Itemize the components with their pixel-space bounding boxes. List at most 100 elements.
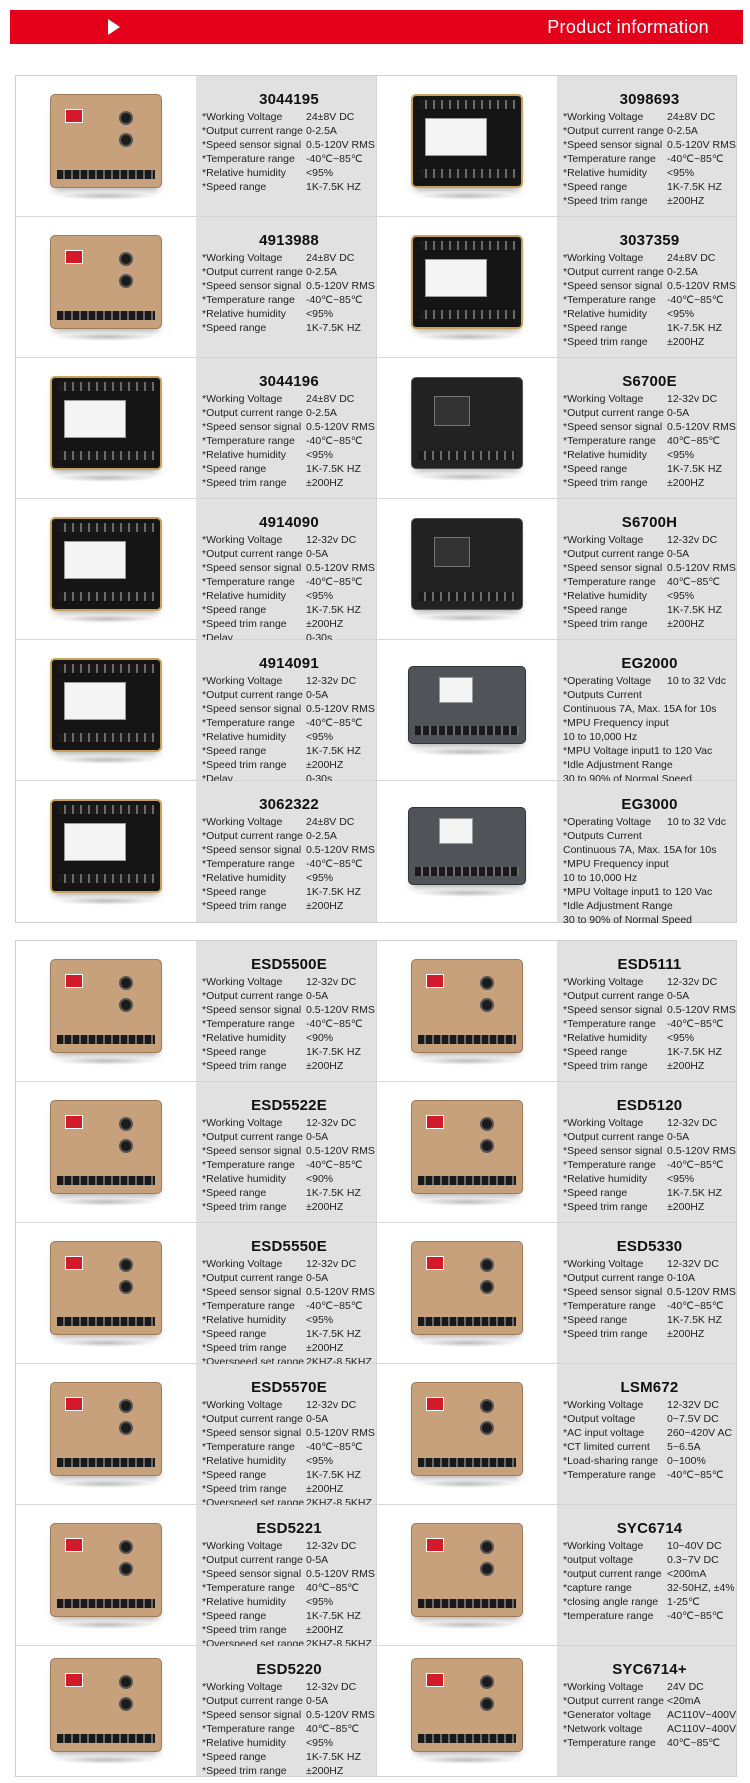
terminal-strip bbox=[57, 1457, 155, 1467]
spec-label: *Speed trim range bbox=[202, 618, 287, 630]
spec-label: *Working Voltage bbox=[202, 816, 283, 828]
product-photo bbox=[411, 958, 523, 1053]
product-photo bbox=[50, 958, 162, 1053]
spec-value: ±200HZ bbox=[306, 1201, 344, 1213]
photo-shadow bbox=[56, 755, 156, 764]
terminal-strip bbox=[418, 450, 516, 460]
warning-label bbox=[426, 1537, 444, 1552]
terminal-strip bbox=[58, 732, 154, 742]
spec-line: *temperature range-40℃~85℃ bbox=[563, 1609, 736, 1623]
spec-value: 12-32v DC bbox=[306, 1540, 357, 1552]
product-image bbox=[16, 76, 196, 216]
spec-value: 0.5-120V RMS bbox=[306, 703, 375, 715]
product-image bbox=[16, 1646, 196, 1776]
spec-label: *Speed sensor signal bbox=[202, 1004, 302, 1016]
spec-line: *Outputs Current bbox=[563, 688, 736, 702]
spec-label: *Speed range bbox=[202, 1046, 267, 1058]
spec-value: <20mA bbox=[667, 1695, 701, 1707]
spec-value: 24±8V DC bbox=[306, 252, 355, 264]
spec-value: 12-32v DC bbox=[306, 675, 357, 687]
terminal-strip bbox=[419, 168, 515, 178]
spec-label: *Working Voltage bbox=[202, 1258, 283, 1270]
spec-label: 10 to 10,000 Hz bbox=[563, 872, 638, 884]
spec-value: 1K-7.5K HZ bbox=[667, 322, 722, 334]
adjust-knob bbox=[480, 1116, 494, 1131]
spec-label: *Relative humidity bbox=[563, 1173, 648, 1185]
spec-label: *Speed range bbox=[202, 1328, 267, 1340]
spec-line: *Temperature range-40℃~85℃ bbox=[202, 857, 376, 871]
product-photo bbox=[50, 1381, 162, 1476]
warning-label bbox=[65, 973, 83, 988]
spec-label: *Speed range bbox=[202, 322, 267, 334]
spec-label: *temperature range bbox=[563, 1610, 654, 1622]
spec-label: 30 to 90% of Normal Speed bbox=[563, 914, 692, 926]
spec-value: 0.5-120V RMS bbox=[667, 1145, 736, 1157]
photo-shadow bbox=[56, 1338, 156, 1347]
spec-label: *Speed trim range bbox=[563, 618, 648, 630]
spec-label: *Temperature range bbox=[563, 1018, 656, 1030]
product-photo bbox=[411, 517, 523, 610]
spec-value: 12-32v DC bbox=[667, 976, 718, 988]
product-photo bbox=[50, 657, 162, 752]
spec-line: *Relative humidity<95% bbox=[202, 1736, 376, 1750]
spec-value: 0.5-120V RMS bbox=[306, 844, 375, 856]
spec-value: 40℃~85℃ bbox=[306, 1582, 360, 1594]
spec-value: ±200HZ bbox=[667, 477, 705, 489]
spec-value: 0.5-120V RMS bbox=[667, 1004, 736, 1016]
spec-line: *Temperature range-40℃~85℃ bbox=[202, 293, 376, 307]
warning-label bbox=[65, 249, 83, 264]
spec-label: *Relative humidity bbox=[202, 590, 287, 602]
spec-value: <95% bbox=[667, 167, 695, 179]
spec-line: *Temperature range-40℃~85℃ bbox=[563, 1158, 736, 1172]
spec-line: *Relative humidity<95% bbox=[202, 448, 376, 462]
spec-line: *Speed trim range±200HZ bbox=[202, 1764, 376, 1778]
spec-value: 24V DC bbox=[667, 1681, 704, 1693]
product-image bbox=[16, 941, 196, 1081]
spec-label: *Relative humidity bbox=[202, 1737, 287, 1749]
spec-label: *Speed trim range bbox=[563, 1328, 648, 1340]
product-image bbox=[16, 499, 196, 639]
spec-line: *Temperature range-40℃~85℃ bbox=[202, 1440, 376, 1454]
product-photo bbox=[50, 1658, 162, 1752]
terminal-strip bbox=[58, 873, 154, 883]
spec-value: 0-5A bbox=[667, 548, 690, 560]
spec-value: 0.5-120V RMS bbox=[306, 139, 375, 151]
spec-line: *Idle Adjustment Range bbox=[563, 899, 736, 913]
product-image bbox=[16, 1505, 196, 1645]
spec-value: ±200HZ bbox=[667, 618, 705, 630]
spec-value: 10 to 32 Vdc bbox=[667, 675, 726, 687]
spec-value: -40℃~85℃ bbox=[667, 1018, 724, 1030]
spec-label: *Output current range bbox=[202, 266, 303, 278]
product-label-sticker bbox=[425, 258, 487, 297]
terminal-strip bbox=[58, 591, 154, 601]
product-image bbox=[16, 1223, 196, 1363]
adjust-knob bbox=[119, 273, 133, 288]
spec-value: 12-32v DC bbox=[667, 534, 718, 546]
product-image bbox=[377, 76, 557, 216]
spec-value: 0.5-120V RMS bbox=[306, 1286, 375, 1298]
spec-label: *Speed sensor signal bbox=[563, 421, 663, 433]
model-number: ESD5550E bbox=[251, 1238, 327, 1255]
